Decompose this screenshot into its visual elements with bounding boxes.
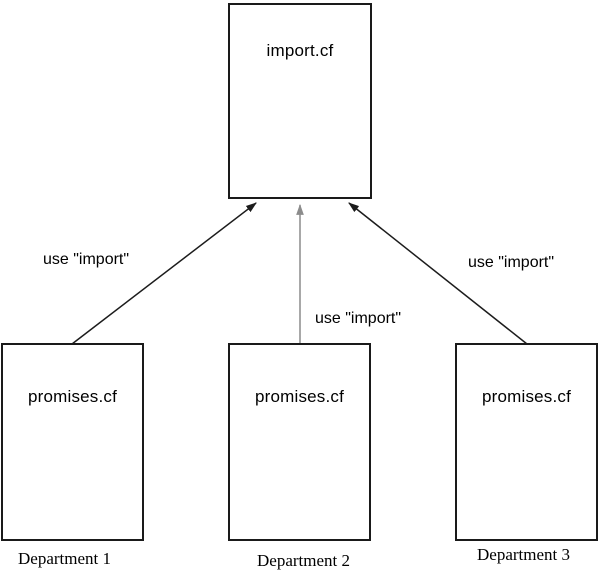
edge-dept3-to-import [348, 202, 528, 345]
node-import-cf-label: import.cf [266, 41, 334, 60]
edge-label-dept3: use "import" [468, 254, 555, 271]
node-promises-cf-dept3-label: promises.cf [481, 387, 572, 406]
node-promises-cf-dept2-label: promises.cf [254, 387, 345, 406]
edge-dept1-to-import [71, 202, 257, 345]
node-import-cf: import.cf [228, 3, 372, 199]
node-promises-cf-dept1-label: promises.cf [27, 387, 118, 406]
node-promises-cf-dept1: promises.cf [1, 343, 144, 541]
node-promises-cf-dept2: promises.cf [228, 343, 371, 541]
caption-department-1: Department 1 [18, 549, 111, 568]
edge-label-dept1: use "import" [43, 251, 130, 268]
node-promises-cf-dept3: promises.cf [455, 343, 598, 541]
caption-department-3: Department 3 [477, 545, 570, 564]
caption-department-2: Department 2 [257, 551, 350, 570]
edge-label-dept2: use "import" [315, 310, 402, 327]
